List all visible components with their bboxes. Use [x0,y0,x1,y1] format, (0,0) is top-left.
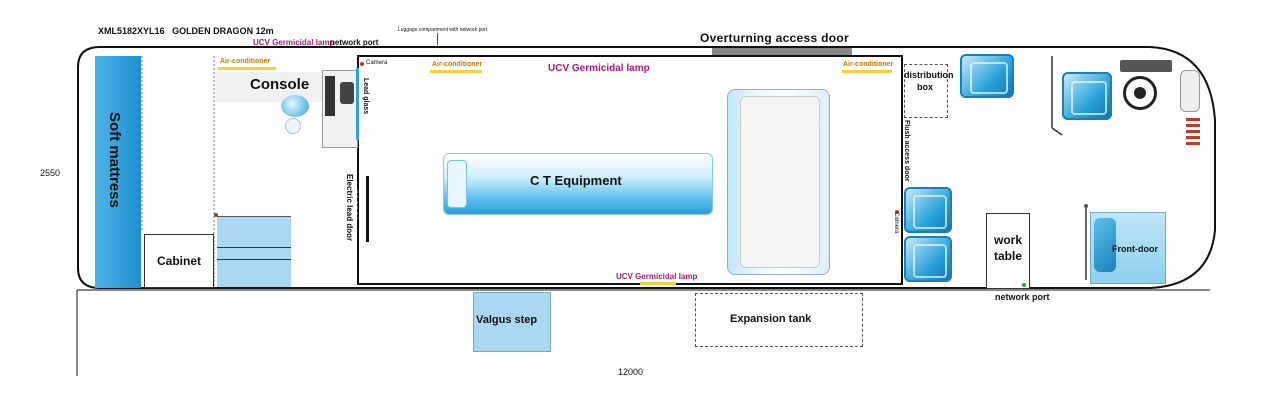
camera-dot-right [895,210,899,214]
ac-right-bar [842,70,892,73]
ucv-lamp-top-center: UCV Germicidal lamp [548,63,650,74]
ucv-bottom-bar [640,282,676,285]
valgus-step-label: Valgus step [476,314,538,326]
front-door-step [1094,218,1116,272]
camera-dot-left [360,62,364,66]
operator-chair-base [285,118,301,134]
ucv-lamp-top-left: UCV Germicidal lamp [253,38,335,47]
overturning-door-label: Overturning access door [700,31,849,45]
valgus-step [473,292,551,352]
front-door-label: Front-door [1112,244,1158,254]
expansion-tank-label: Expansion tank [730,313,812,325]
soft-mattress-label: Soft mattress [106,112,123,208]
ac-left-bar [218,67,276,70]
electric-lead-door-label: Electric lead door [345,174,354,242]
cabinet-hinge [214,213,218,217]
operator-chair [281,95,309,117]
cabinet-shelf [217,216,291,287]
camera-left-label: Camera [366,60,388,66]
shelf-line [217,247,291,248]
distribution-box-label: distribution box [904,70,954,92]
lead-glass-label: Lead glass [362,78,369,115]
seat-row2-b [904,236,952,282]
camera-right-label: Camera [893,212,899,234]
flush-door-label: Flush access door [903,120,910,182]
shelf-line [217,259,291,260]
lead-glass [356,68,359,140]
work-table [986,213,1030,289]
width-dimension: 2550 [40,168,61,178]
overturning-door-bar [712,48,852,56]
luggage-arrow [437,33,438,45]
cabinet: Cabinet [144,234,214,288]
luggage-note: Luggage compartment with network port [398,27,488,33]
network-port-bottom: network port [995,292,1050,302]
dashboard-lights [1186,118,1200,148]
dashboard-gauges [1180,70,1200,112]
ac-mid-bar [430,70,482,73]
model-label: XML5182XYL16 GOLDEN DRAGON 12m [98,26,274,36]
console-label: Console [250,76,310,93]
network-port-top: network port [330,38,379,47]
console-keyboard [325,76,335,116]
brand-name: GOLDEN DRAGON 12m [172,26,274,36]
distribution-box [904,64,948,118]
cabinet-label: Cabinet [156,254,201,268]
dashboard-panel [1120,60,1172,72]
lead-door-arrow [357,190,359,220]
ac-mid-label: Air-conditioner [432,61,483,68]
ct-equipment-label: C T Equipment [530,173,622,188]
electric-lead-door [366,176,369,242]
soft-mattress [95,56,141,288]
expansion-tank [695,293,863,347]
work-table-label: work table [993,233,1022,263]
seat-driver-side [1062,72,1112,120]
length-dimension: 12000 [618,367,644,377]
steering-wheel [1123,76,1157,110]
model-code: XML5182XYL16 [98,26,165,36]
seat-row2-a [904,187,952,233]
ac-left-label: Air-conditioner [220,58,271,65]
ac-right-label: Air-conditioner [843,61,894,68]
seat-row1-left [960,54,1014,98]
ct-table [443,153,713,215]
ct-gantry-inner [740,96,820,268]
ucv-lamp-bottom: UCV Germicidal lamp [616,272,698,281]
network-port-dot [1022,283,1026,287]
console-monitor [340,82,354,104]
ct-table-end [447,160,467,208]
steering-hub [1134,87,1146,99]
